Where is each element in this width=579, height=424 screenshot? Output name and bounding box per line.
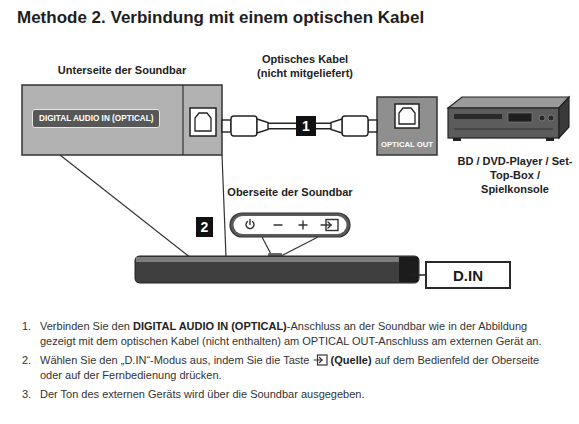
control-panel <box>230 213 350 237</box>
panel-leader-lines <box>60 155 226 262</box>
bottom-panel-part <box>195 113 211 131</box>
soundbar-part <box>135 256 419 283</box>
control-panel-box: Oberseite der Soundbar <box>230 213 350 237</box>
optical-out-box-part <box>399 108 415 124</box>
left-plug-part <box>231 116 257 136</box>
soundbar <box>135 253 425 283</box>
optical-out-box: OPTICAL OUT <box>377 97 437 155</box>
player-device-part <box>548 115 554 121</box>
instruction-list: 1. Verbinden Sie denDIGITAL AUDIO IN (OPT… <box>20 319 557 406</box>
cable-label: Optisches Kabel (nicht mitgeliefert) <box>256 52 354 80</box>
optical-out-box-part <box>395 104 419 128</box>
source-icon <box>313 354 328 366</box>
player-device-part <box>454 114 502 119</box>
soundbar-bottom-panel: Unterseite der SoundbarDIGITAL AUDIO IN … <box>22 85 222 155</box>
node-text: OPTICAL OUT <box>381 140 433 149</box>
port-label-box: DIGITAL AUDIO IN (OPTICAL) <box>32 109 160 128</box>
left-plug-part <box>222 120 231 132</box>
left-plug <box>222 116 268 136</box>
soundbar-part <box>410 274 425 276</box>
control-panel-part-part <box>249 220 250 225</box>
right-plug-part <box>331 119 342 133</box>
page-title: Methode 2. Verbindung mit einem optische… <box>17 8 424 28</box>
player-device-part <box>546 138 554 141</box>
control-panel-part <box>234 216 347 234</box>
control-panel-part-part <box>302 221 303 229</box>
bottom-panel-part <box>22 85 222 155</box>
player-device-part <box>559 97 569 138</box>
optical-out-box <box>377 97 437 155</box>
control-panel-part-part <box>328 222 331 228</box>
control-panel-part-part <box>321 224 331 225</box>
player-device-part <box>448 108 559 138</box>
instruction-step: 3. Der Ton des externen Geräts wird über … <box>20 387 557 402</box>
player-device-part <box>453 138 461 141</box>
left-plug-part <box>257 119 268 133</box>
node-heading: Oberseite der Soundbar <box>227 186 352 198</box>
right-plug-part <box>368 120 377 132</box>
step-text: Verbinden Sie den <box>40 320 130 332</box>
node-text: D.IN <box>453 267 483 284</box>
bottom-panel <box>22 85 222 155</box>
step-number: 3. <box>22 387 31 402</box>
step-text: Wählen Sie den „D.IN“-Modus aus, indem S… <box>40 354 309 366</box>
player-device-part <box>539 115 545 121</box>
panel-leader-lines-part <box>60 155 196 262</box>
bold-text: (Quelle) <box>331 354 372 366</box>
step-text: Der Ton des externen Geräts wird über di… <box>40 388 365 400</box>
callout-number: 1 <box>296 116 316 136</box>
device-label: BD / DVD-Player / Set-Top-Box / Spielkon… <box>456 154 574 196</box>
right-plug <box>331 116 377 136</box>
bold-text: DIGITAL AUDIO IN (OPTICAL) <box>133 320 287 332</box>
display-box: D.IN <box>425 261 511 289</box>
instruction-step: 2. Wählen Sie den „D.IN“-Modus aus, indem… <box>20 353 557 383</box>
control-leader-lines-part <box>281 237 318 256</box>
control-panel-part <box>246 220 338 231</box>
node-text: DIGITAL AUDIO IN (OPTICAL) <box>39 114 153 123</box>
player-device-part <box>454 129 553 130</box>
player-device <box>448 97 569 141</box>
player-device-part <box>448 97 569 108</box>
instruction-step: 1. Verbinden Sie denDIGITAL AUDIO IN (OPT… <box>20 319 557 349</box>
step-number: 1. <box>22 319 31 334</box>
step-number: 2. <box>22 353 31 368</box>
soundbar-part <box>399 257 418 282</box>
player-device-part <box>508 113 532 122</box>
node-heading: Unterseite der Soundbar <box>58 64 186 76</box>
control-panel-part <box>230 213 350 237</box>
source-icon-part-part <box>319 358 322 363</box>
soundbar-part <box>136 257 418 262</box>
bottom-panel-part <box>182 85 183 155</box>
optical-out-box-part <box>377 97 437 155</box>
panel-leader-lines-part <box>222 155 226 257</box>
right-plug-part <box>342 116 368 136</box>
callout-number: 2 <box>196 217 213 237</box>
control-leader-lines <box>262 237 318 256</box>
source-icon-part <box>314 355 327 365</box>
bottom-panel-part <box>190 108 216 136</box>
control-panel-part-part <box>274 224 282 225</box>
